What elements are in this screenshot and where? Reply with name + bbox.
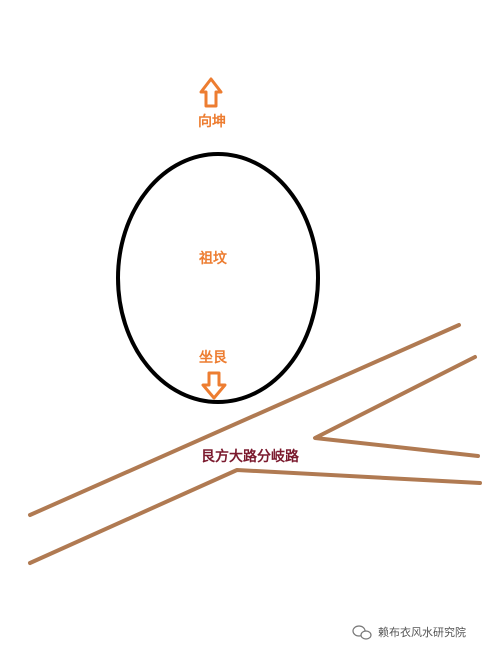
facing-label: 向坤 bbox=[198, 113, 226, 130]
facing-arrow-icon bbox=[199, 77, 223, 108]
watermark: 赖布衣风水研究院 bbox=[352, 625, 466, 640]
main-road-lower-edge bbox=[28, 468, 482, 565]
main-road-upper-edge bbox=[28, 323, 461, 517]
sitting-arrow-icon bbox=[201, 371, 227, 400]
branch-road-edge bbox=[313, 355, 480, 458]
wechat-icon bbox=[352, 625, 372, 640]
watermark-text: 赖布衣风水研究院 bbox=[378, 625, 466, 639]
road-label: 艮方大路分岐路 bbox=[201, 448, 300, 465]
sitting-label: 坐艮 bbox=[199, 349, 228, 366]
tomb-label: 祖坟 bbox=[198, 250, 228, 267]
tomb-ellipse bbox=[116, 152, 320, 404]
road-lines bbox=[28, 323, 482, 565]
